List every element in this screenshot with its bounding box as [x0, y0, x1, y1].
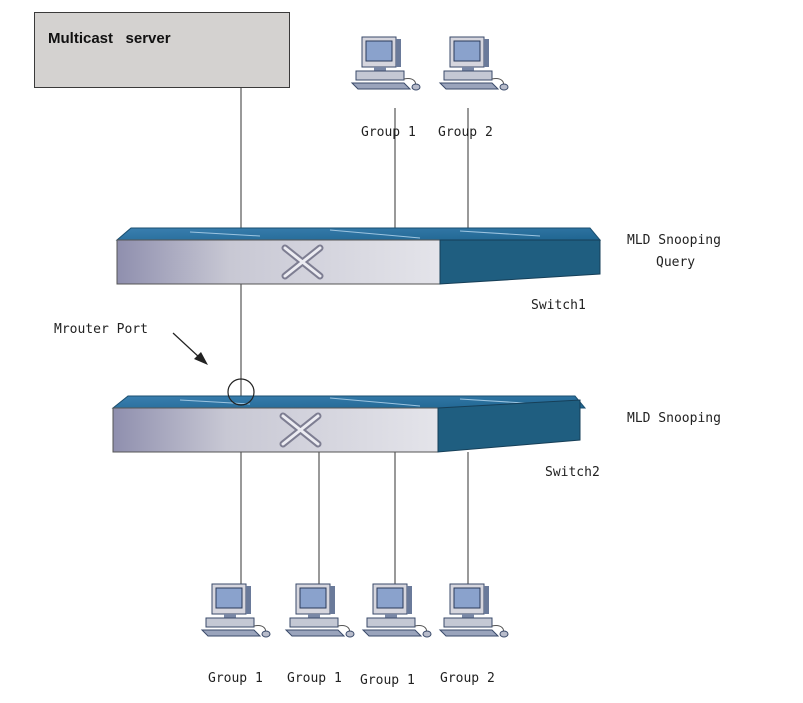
pc-icon	[362, 583, 432, 638]
bottom-host-1-label: Group 1	[208, 671, 263, 686]
switch1-device	[115, 227, 602, 285]
pc-icon	[285, 583, 355, 638]
pc-icon	[439, 583, 509, 638]
multicast-server-box: Multicast server	[34, 12, 290, 88]
top-host-2-label: Group 2	[438, 125, 493, 140]
mrouter-port-circle	[227, 378, 255, 406]
switch1-role-label-line2: Query	[656, 255, 696, 270]
pc-icon	[351, 36, 421, 91]
top-host-1-label: Group 1	[361, 125, 416, 140]
switch1-role-label: MLD Snooping	[627, 233, 721, 248]
bottom-host-2-label: Group 1	[287, 671, 342, 686]
mrouter-arrow	[172, 332, 208, 365]
switch2-role-label: MLD Snooping	[627, 411, 721, 426]
multicast-server-label: Multicast server	[48, 30, 171, 47]
switch2-device	[111, 395, 587, 453]
switch1-name-label: Switch1	[531, 298, 586, 313]
pc-icon	[439, 36, 509, 91]
bottom-host-3-label: Group 1	[360, 673, 415, 688]
bottom-host-4-label: Group 2	[440, 671, 495, 686]
mrouter-port-label: Mrouter Port	[54, 322, 148, 337]
switch2-name-label: Switch2	[545, 465, 600, 480]
pc-icon	[201, 583, 271, 638]
